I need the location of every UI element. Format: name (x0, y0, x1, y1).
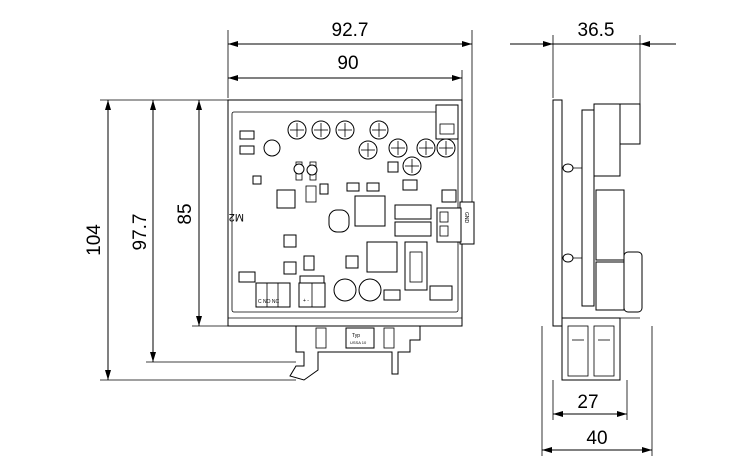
fuse-holder (404, 241, 428, 291)
gnd-label: GND (463, 212, 469, 224)
jumper-connector-2 (239, 145, 255, 155)
dimension-label-36-5: 36.5 (578, 20, 615, 41)
ic-regulator-2 (366, 241, 398, 273)
dimension-label-27: 27 (577, 392, 598, 413)
dimension-height-mid: 97.7 (130, 100, 296, 363)
dimension-label-40: 40 (586, 428, 607, 449)
dimension-depth-total: 40 (541, 326, 653, 456)
dimension-label-85: 85 (175, 203, 196, 224)
relay-lower (394, 221, 432, 237)
capacitor-row (263, 120, 456, 176)
dimension-depth-rail: 27 (552, 380, 628, 420)
side-connector-top (619, 103, 641, 145)
side-components-lower (595, 261, 625, 311)
dimension-label-92-7: 92.7 (332, 20, 369, 41)
dimension-height-total: 104 (84, 99, 296, 381)
side-housing-wall (552, 99, 563, 327)
pin-header (238, 271, 256, 283)
clip-label-box (345, 327, 375, 349)
relay-terminal-label: C NO NC (258, 299, 280, 305)
inductor-1 (328, 209, 350, 233)
dimension-width-inner: 90 (228, 53, 463, 100)
gnd-terminal-block (436, 207, 462, 243)
ic-chip-main (276, 189, 296, 209)
dimension-width-outer: 92.7 (227, 20, 473, 220)
clip-sublabel: USSA 10 (350, 340, 367, 345)
side-relays (595, 189, 625, 261)
model-mark: M2 (229, 211, 244, 223)
side-components-upper (593, 103, 621, 177)
dimension-label-97-7: 97.7 (130, 214, 151, 251)
power-terminal-label: + - (303, 298, 309, 304)
relay-terminal-block (255, 282, 291, 308)
dimension-label-90: 90 (337, 53, 358, 74)
side-fuse (623, 251, 643, 313)
capacitor-bottom-1 (333, 278, 357, 302)
side-pcb (581, 109, 595, 307)
din-rail-clip-side (561, 317, 621, 381)
jumper-connector-1 (239, 130, 255, 140)
side-clip-body (561, 317, 621, 381)
dimension-height-board: 85 (175, 100, 228, 327)
dimension-depth-top: 36.5 (510, 20, 676, 120)
dimension-label-104: 104 (84, 224, 105, 256)
relay-upper (394, 204, 432, 220)
din-rail-clip-front: Typ USSA 10 (289, 325, 421, 381)
front-view: 92.7 90 104 97.7 (84, 20, 475, 381)
capacitor-bottom-2 (358, 278, 382, 302)
ic-regulator-1 (354, 195, 386, 227)
side-view: 36.5 27 (510, 20, 676, 456)
clip-label: Typ (352, 333, 360, 339)
